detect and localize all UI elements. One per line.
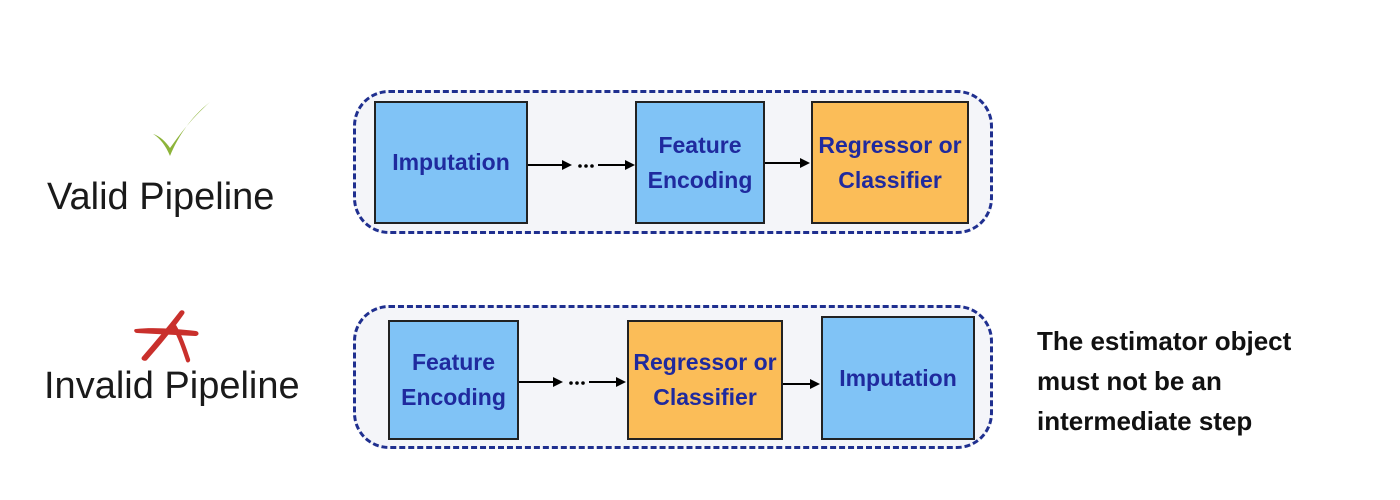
invalid-arrow-to-imputation — [783, 379, 820, 389]
valid-ellipsis-arrow — [528, 160, 635, 170]
invalid-ellipsis-arrow — [519, 377, 626, 387]
invalid-pipeline-label: Invalid Pipeline — [44, 365, 300, 407]
invalid-step-feature-encoding: Feature Encoding — [388, 320, 519, 440]
note-line: The estimator object — [1037, 326, 1292, 356]
checkmark-icon — [153, 102, 210, 156]
valid-pipeline-label: Valid Pipeline — [47, 176, 275, 218]
valid-arrow-to-estimator — [765, 158, 810, 168]
estimator-note: The estimator object must not be an inte… — [1037, 321, 1291, 441]
invalid-step-imputation: Imputation — [821, 316, 975, 440]
note-line: intermediate step — [1037, 406, 1253, 436]
invalid-step-regressor-or-classifier: Regressor or Classifier — [627, 320, 783, 440]
valid-step-feature-encoding: Feature Encoding — [635, 101, 765, 224]
valid-step-imputation: Imputation — [374, 101, 528, 224]
valid-step-regressor-or-classifier: Regressor or Classifier — [811, 101, 969, 224]
note-line: must not be an — [1037, 366, 1222, 396]
cross-icon — [134, 310, 199, 363]
